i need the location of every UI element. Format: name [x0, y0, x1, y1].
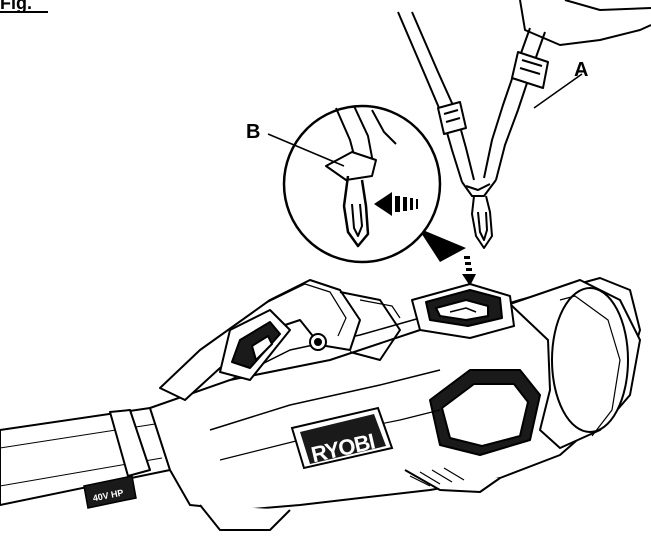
- figure-label: Fig.: [0, 0, 48, 13]
- brand-logo: RYOBI: [290, 406, 394, 470]
- callout-a: A: [533, 59, 588, 109]
- blower-tool: [0, 277, 641, 531]
- direction-arrow: [374, 192, 418, 216]
- voltage-badge: 40V HP: [83, 475, 137, 509]
- figure-label-text: Fig.: [0, 0, 32, 13]
- attach-arrow: [462, 256, 476, 286]
- callout-a-label: A: [574, 59, 588, 81]
- callout-b: B: [246, 121, 345, 167]
- detail-zoom-circle: [282, 104, 466, 264]
- shoulder-strap: [397, 0, 651, 249]
- callout-b-label: B: [246, 121, 260, 143]
